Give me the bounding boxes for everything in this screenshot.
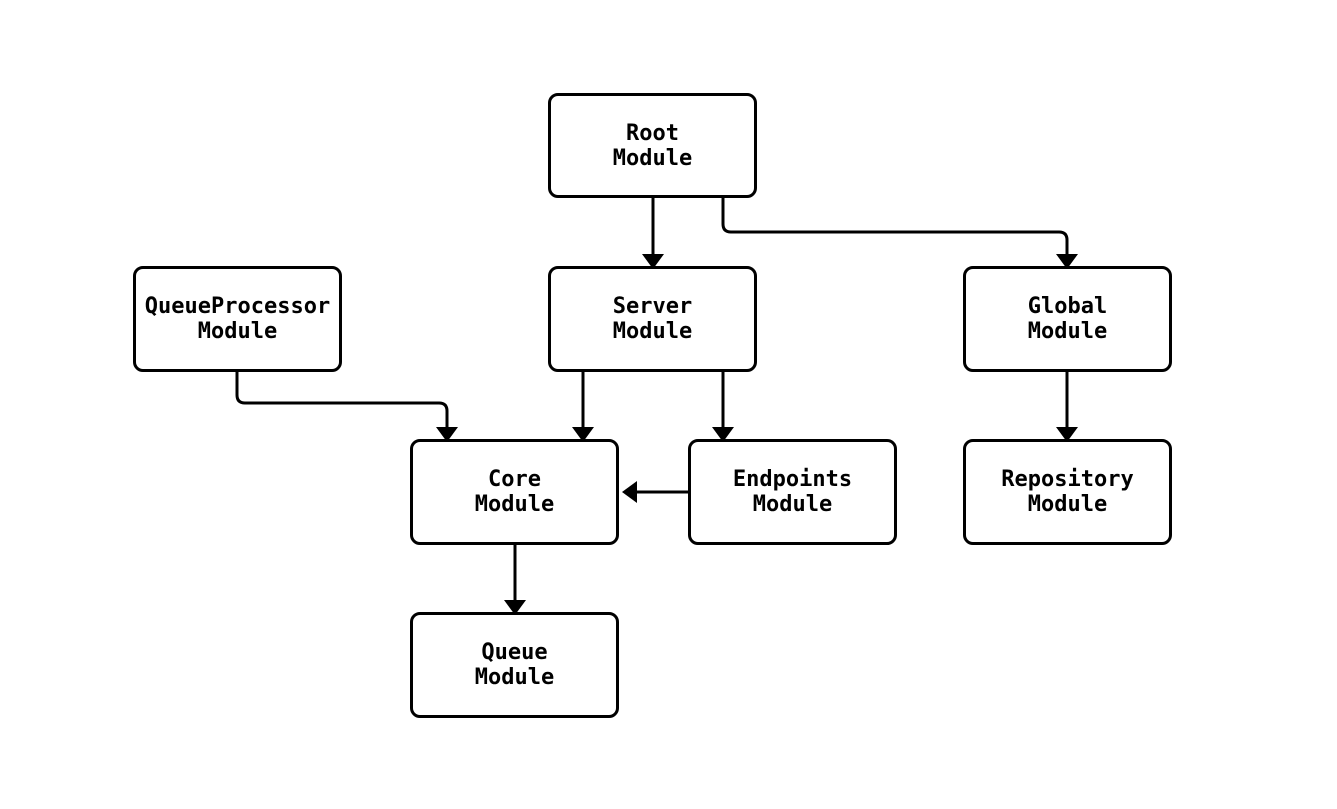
arrowhead-server-endpoints [712,427,734,442]
node-server: Server Module [548,266,757,372]
node-label: Endpoints Module [732,467,853,517]
arrowhead-endpoints-core [622,481,637,503]
node-label: Global Module [1027,294,1108,344]
arrowhead-root-global [1056,254,1078,269]
node-queue: Queue Module [410,612,619,718]
node-repository: Repository Module [963,439,1172,545]
arrowhead-core-queue [504,600,526,615]
arrowhead-queueprocessor-core [436,427,458,442]
node-label: Root Module [612,120,693,171]
node-core: Core Module [410,439,619,545]
edge-queueprocessor-core [235,372,449,429]
arrowhead-root-server [642,254,664,269]
node-root: Root Module [548,93,757,198]
node-label: Server Module [612,294,693,344]
arrowhead-global-repository [1056,427,1078,442]
node-label: QueueProcessor Module [144,294,331,344]
node-label: Queue Module [474,640,555,690]
node-queueprocessor: QueueProcessor Module [133,266,342,372]
edge-root-global [721,198,1069,256]
node-endpoints: Endpoints Module [688,439,897,545]
node-global: Global Module [963,266,1172,372]
arrowhead-server-core [572,427,594,442]
node-label: Core Module [474,467,555,517]
node-label: Repository Module [1001,467,1134,517]
